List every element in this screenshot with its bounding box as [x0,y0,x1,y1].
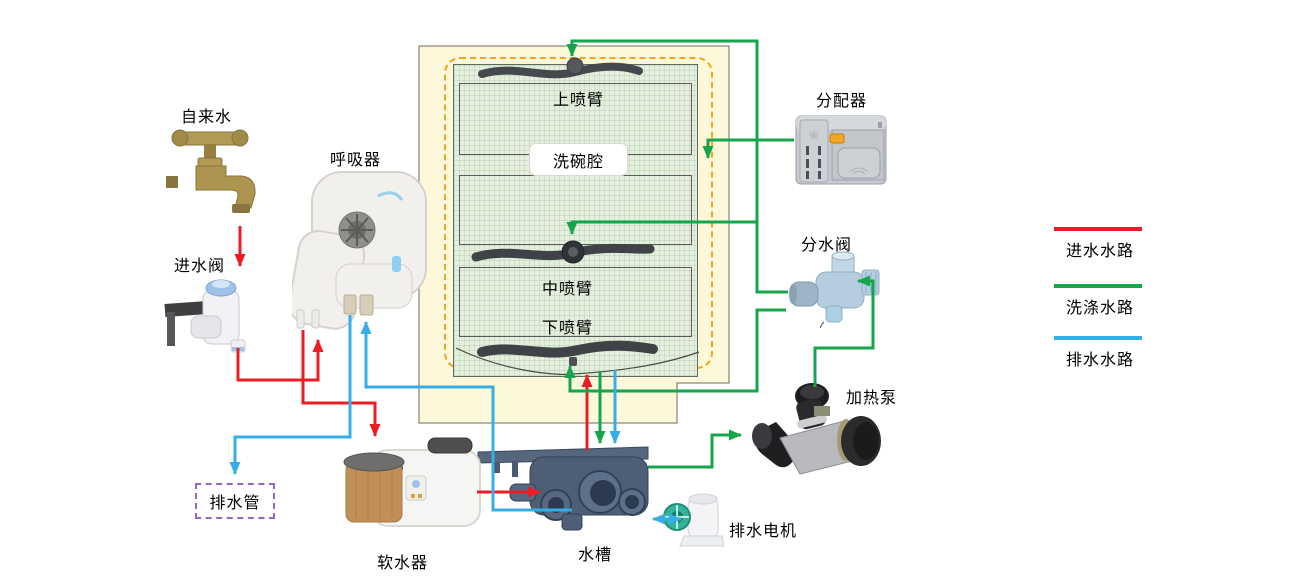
drain-motor-label: 排水电机 [729,521,798,540]
pump-elbow-mouth [752,423,772,449]
sump-big-port-hole [590,480,616,506]
diverter-wire [819,321,825,328]
softener-gray-lid [343,452,405,472]
pump-bracket [814,406,830,416]
breather-label: 呼吸器 [330,150,382,169]
pump-white-band [797,414,827,429]
line-inlet-valve-to-breather [236,339,324,382]
legend-drain-swatch [1054,336,1142,340]
sump-tab [492,462,500,473]
heating-pump-art [752,383,881,475]
middle-spray-arm-hub-cap [568,247,578,257]
legend-wash-swatch [1054,284,1142,288]
line-valve-to-upper-arm [566,39,788,294]
wash-water-lines [564,39,875,469]
line-breather-to-drain-pipe [229,315,352,475]
legend-inlet-swatch [1054,227,1142,231]
inlet-valve-bracket-leg [167,312,175,346]
faucet-handle-knob [231,129,249,147]
sump-bottom-pipe [561,513,583,531]
pump-motor-cap-end [853,422,879,460]
softener-art [343,437,481,527]
sump-tab [512,462,518,477]
line-to-tub-top-right [702,138,757,159]
faucet-nozzle [232,204,250,213]
lower-spray-arm-shape [477,340,658,358]
dispenser-lid-arcs [849,167,869,175]
faucet-thread [166,176,178,188]
legend-inlet-label: 进水水路 [1066,241,1135,260]
dispenser-vent-slits [806,146,821,179]
line-breather-to-softener [301,330,381,437]
pump-top-hose-mouth [800,385,824,399]
line-sump-to-heating-pump [648,429,742,469]
softener-resin-streaks [355,466,393,520]
diverter-valve-label: 分水阀 [801,235,853,254]
legend-drain-label: 排水水路 [1066,350,1135,369]
dispenser-art [795,115,887,185]
dispenser-star [809,130,819,140]
line-valve-to-lower-arm [564,308,786,393]
drain-motor-art [663,493,724,547]
breather-blue-port [392,256,401,272]
breather-port-2 [359,294,374,316]
breather-nub-1 [296,309,305,329]
softener-dot [418,494,422,498]
lower-spray-arm-label: 下喷臂 [542,318,594,337]
inlet-valve-art [164,279,246,353]
breather-blue-tube [377,191,404,201]
dispenser-label: 分配器 [816,91,868,110]
line-heating-pump-to-valve [813,275,875,387]
drain-pipe-label: 排水管 [209,493,261,512]
breather-nub-2 [311,309,320,329]
tap-water-faucet [166,129,256,213]
line-to-middle-arm [566,220,757,235]
inlet-water-lines [234,226,593,498]
dispenser-orange-latch [829,133,845,144]
softener-label: 软水器 [377,553,429,572]
drain-pipe-box: 排水管 [195,483,275,519]
faucet-body-spout [195,165,256,209]
tap-water-label: 自来水 [181,107,233,126]
heating-pump-label: 加热泵 [846,388,898,407]
softener-valve-dot [412,480,420,488]
breather-art [292,171,427,330]
diverter-top-port-mouth [831,251,855,261]
inlet-valve-cap-top [212,280,230,288]
sump-right-port-hole [625,495,639,509]
dispenser-lid [837,147,881,179]
sump-label: 水槽 [578,545,613,564]
faucet-handle-knob [171,129,189,147]
line-sump-to-breather [360,321,572,512]
chamber-label-box: 洗碗腔 [529,143,628,176]
breather-port-1 [343,294,357,315]
diverter-bottom-port [825,305,843,323]
upper-spray-arm-label: 上喷臂 [553,90,605,109]
drain-water-lines [229,315,682,525]
lower-rack-box [459,267,692,337]
diverter-motor-end [789,284,797,304]
chamber-label: 洗碗腔 [552,151,604,171]
lower-spray-arm-nub [569,357,577,366]
inlet-valve-label: 进水阀 [174,256,226,275]
legend-wash-label: 洗涤水路 [1066,298,1135,317]
middle-spray-arm-label: 中喷臂 [542,279,594,298]
drain-motor-cap [688,493,718,505]
sump-art [477,446,649,531]
faucet-stem [204,144,216,160]
breather-vent-spokes [341,214,373,246]
dispenser-hole [878,122,882,128]
softener-dark-cap [427,437,473,454]
upper-spray-arm-hub [566,57,584,75]
inlet-valve-side [190,315,222,339]
softener-dot [411,494,415,498]
drain-motor-base [679,535,724,547]
